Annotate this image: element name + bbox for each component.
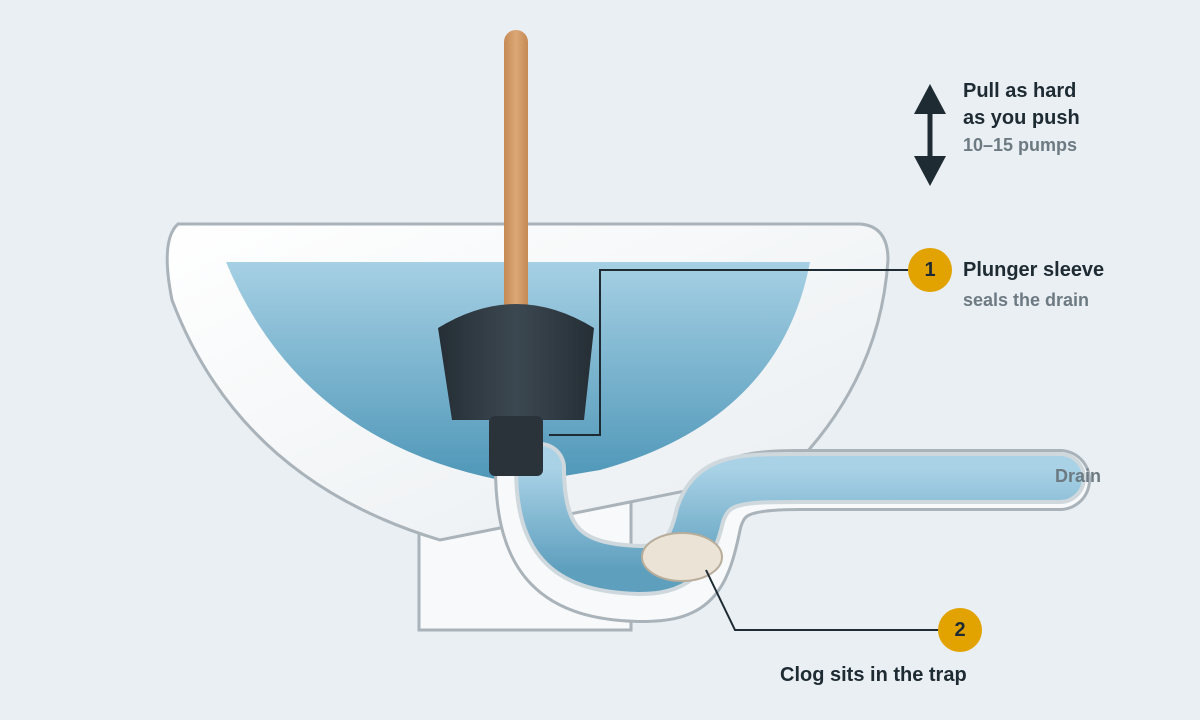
callout-2-badge: 2: [938, 608, 982, 652]
callout-1-title: Plunger sleeve: [963, 259, 1105, 281]
plunger-sleeve: [489, 416, 543, 476]
plunger: [438, 30, 594, 476]
callout-1-detail: seals the drain: [963, 290, 1090, 310]
callout-1-badge: 1: [908, 248, 952, 292]
drain-label: Drain: [1055, 466, 1102, 486]
callout-1-leader: [549, 269, 908, 436]
callout-2-leader: [705, 569, 938, 631]
plunger-cup: [438, 304, 594, 420]
pump-instruction-line1: Pull as hard: [963, 80, 1077, 102]
callout-2-title: Clog sits in the trap: [780, 664, 967, 686]
double-arrow-icon: [914, 84, 946, 186]
plunger-handle: [504, 30, 528, 320]
pump-instruction-line2: as you push: [963, 107, 1080, 129]
pump-instruction-detail: 10–15 pumps: [963, 135, 1078, 155]
clog: [641, 532, 723, 582]
